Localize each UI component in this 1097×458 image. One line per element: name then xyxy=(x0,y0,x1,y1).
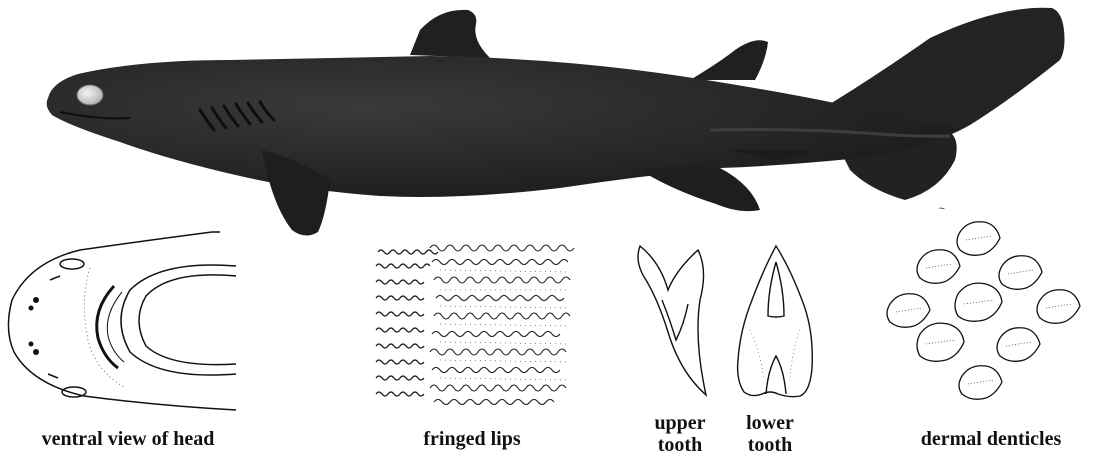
caption-upper-tooth-line1: upper xyxy=(640,412,720,434)
head-eye-lines xyxy=(48,276,60,378)
first-dorsal-fin xyxy=(410,10,490,58)
lower-tooth-outline xyxy=(738,246,813,397)
dermal-denticles-figure xyxy=(887,222,1080,400)
head-eye-top xyxy=(60,259,84,269)
nostril-icon xyxy=(29,297,40,355)
head-outline xyxy=(8,232,236,410)
caption-lower-tooth: lower tooth xyxy=(730,412,810,456)
denticle xyxy=(1037,290,1080,324)
upper-tooth-outline xyxy=(638,246,706,395)
head-stipple xyxy=(84,268,126,388)
denticle xyxy=(997,328,1040,362)
caption-upper-tooth-line2: tooth xyxy=(640,434,720,456)
upper-tooth-inner xyxy=(662,300,688,340)
caption-fringed-lips: fringed lips xyxy=(412,428,532,450)
frilled-shark-figure xyxy=(47,8,1065,236)
denticle xyxy=(917,323,964,361)
jaw-inner xyxy=(139,275,236,365)
lower-tooth-root xyxy=(766,356,786,394)
caption-dermal-denticles: dermal denticles xyxy=(896,428,1086,450)
denticle xyxy=(957,222,1000,256)
caption-lower-tooth-line1: lower xyxy=(730,412,810,434)
denticle xyxy=(955,283,1002,321)
lower-tooth-cusp xyxy=(768,262,784,317)
caption-upper-tooth: upper tooth xyxy=(640,412,720,456)
pelvic-fin xyxy=(640,167,760,211)
fringed-lips-figure xyxy=(372,238,580,408)
upper-tooth-figure xyxy=(638,246,706,395)
denticle xyxy=(917,250,960,284)
ventral-head-figure xyxy=(8,232,236,410)
caption-ventral-view-of-head: ventral view of head xyxy=(12,428,244,450)
denticle xyxy=(999,256,1042,290)
second-dorsal-fin xyxy=(690,40,768,80)
lips-fringe-left-column xyxy=(376,250,438,396)
lips-stipple xyxy=(440,270,570,380)
head-eye-bottom xyxy=(62,387,86,397)
eye-icon xyxy=(77,85,103,105)
lips-fringe-rows xyxy=(430,245,574,405)
artist-signature: ~ xyxy=(938,204,946,214)
denticle xyxy=(887,294,930,328)
lower-tooth-figure xyxy=(738,246,813,397)
lower-tooth-stipple xyxy=(750,330,800,380)
denticle xyxy=(959,366,1002,400)
caption-lower-tooth-line2: tooth xyxy=(730,434,810,456)
shark-body xyxy=(47,56,960,197)
